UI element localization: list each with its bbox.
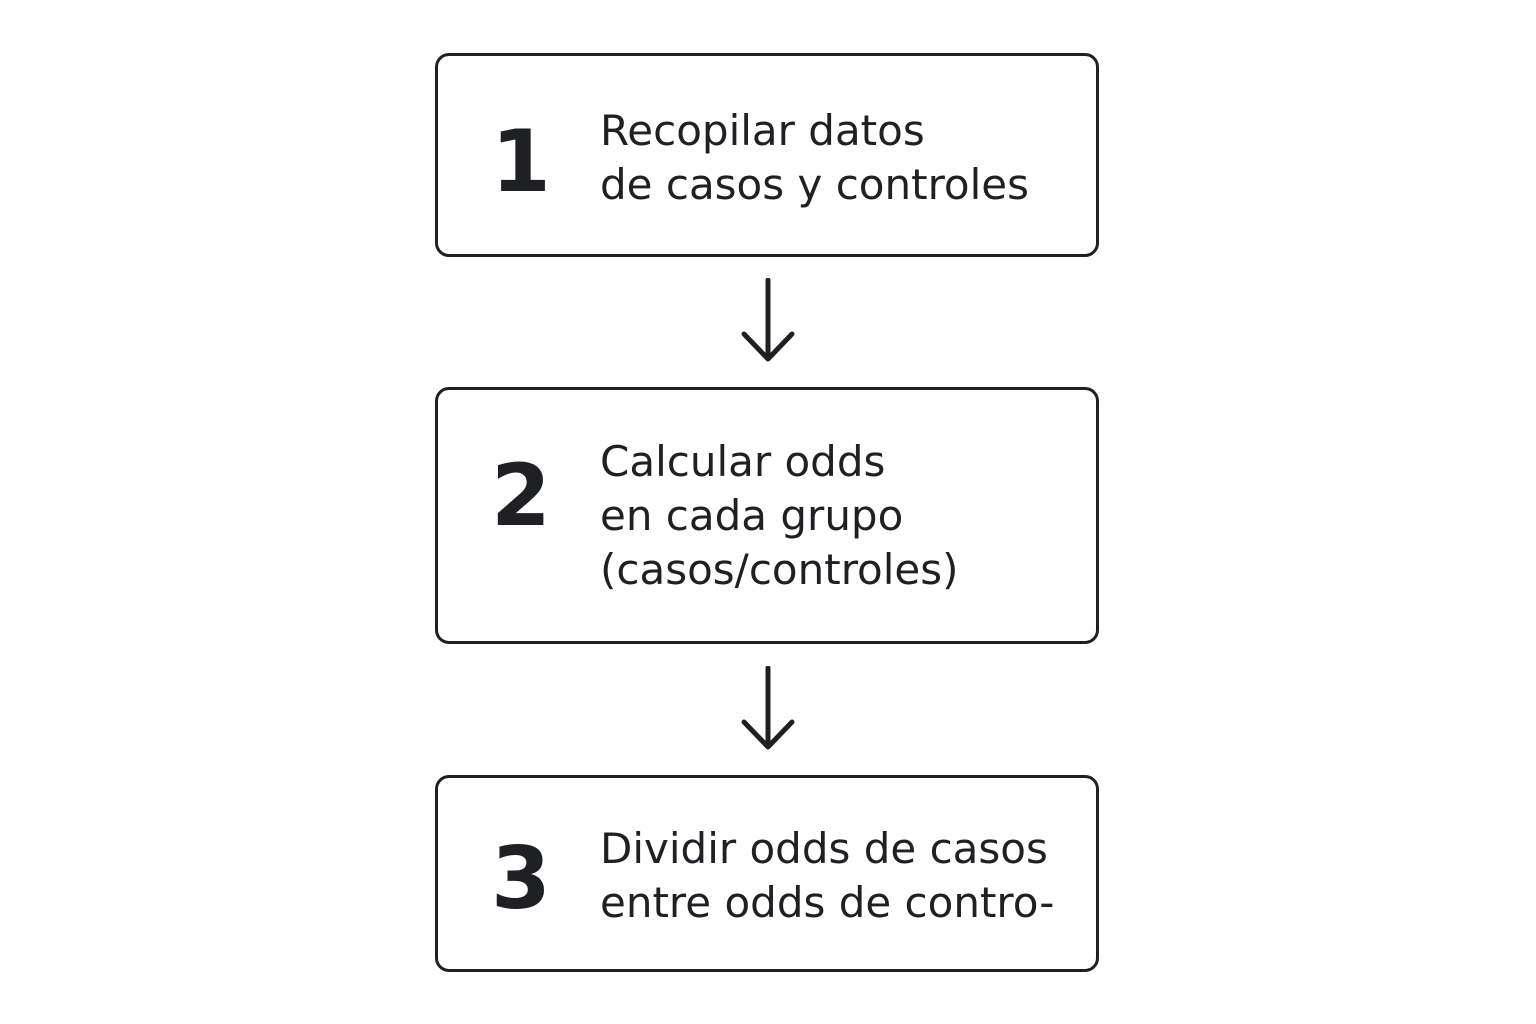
step-box-3: 3 Dividir odds de casos entre odds de co…	[435, 775, 1099, 972]
step-text-line: (casos/controles)	[600, 545, 959, 594]
step-description: Recopilar datos de casos y controles	[600, 104, 1082, 212]
step-number: 3	[491, 829, 551, 929]
step-box-1: 1 Recopilar datos de casos y controles	[435, 53, 1099, 257]
step-box-2: 2 Calcular odds en cada grupo (casos/con…	[435, 387, 1099, 644]
step-text-line: Dividir odds de casos	[600, 824, 1048, 873]
step-number: 1	[491, 112, 551, 212]
step-number: 2	[491, 446, 551, 546]
step-text-line: Recopilar datos	[600, 106, 925, 155]
step-description: Calcular odds en cada grupo (casos/contr…	[600, 435, 1082, 597]
arrow-down-icon	[741, 666, 795, 750]
step-text-line: entre odds de contro-	[600, 878, 1055, 927]
step-description: Dividir odds de casos entre odds de cont…	[600, 822, 1082, 930]
step-text-line: en cada grupo	[600, 491, 904, 540]
arrow-down-icon	[741, 278, 795, 362]
step-text-line: Calcular odds	[600, 437, 886, 486]
step-text-line: de casos y controles	[600, 160, 1030, 209]
